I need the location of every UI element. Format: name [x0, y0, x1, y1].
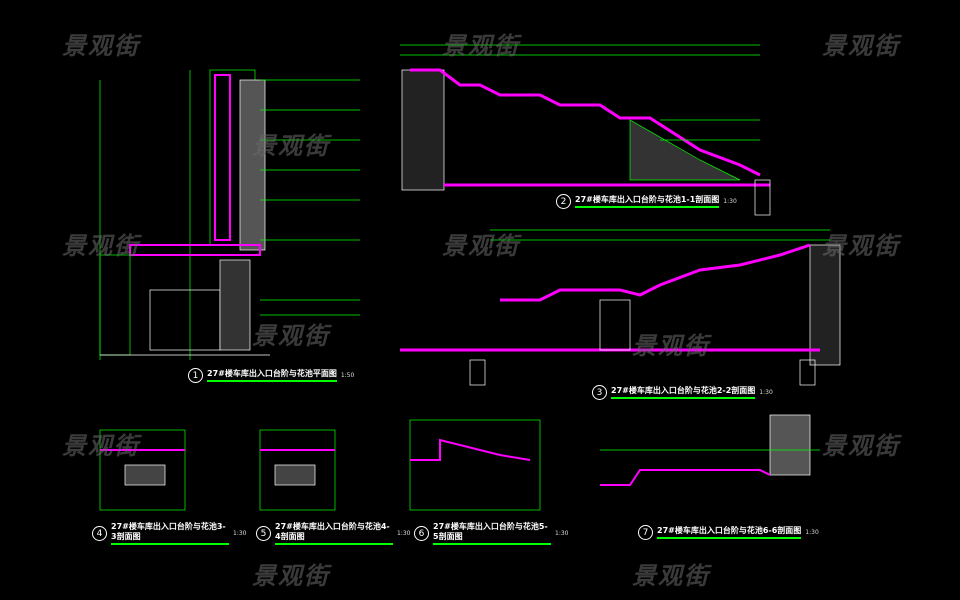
drawing-number: 7 — [638, 525, 653, 540]
drawing-title-6: 6 27#楼车库出入口台阶与花池5-5剖面图 1:30 — [414, 522, 568, 545]
drawing-number: 1 — [188, 368, 203, 383]
watermark: 景观街 — [62, 32, 140, 60]
watermark: 景观街 — [252, 562, 330, 590]
drawing-scale: 1:50 — [340, 372, 355, 379]
plan-view-1 — [99, 69, 360, 360]
watermark: 景观街 — [252, 132, 330, 160]
drawing-scale: 1:30 — [555, 530, 569, 537]
watermark: 景观街 — [62, 432, 140, 460]
watermark: 景观街 — [632, 562, 710, 590]
watermark: 景观街 — [632, 332, 710, 360]
drawing-scale: 1:30 — [233, 530, 247, 537]
section-view-1-1 — [400, 44, 771, 216]
drawing-number: 2 — [556, 194, 571, 209]
watermark: 景观街 — [442, 232, 520, 260]
section-view-2-2 — [400, 229, 841, 386]
drawing-title-7: 7 27#楼车库出入口台阶与花池6-6剖面图 1:30 — [638, 525, 819, 540]
drawing-number: 6 — [414, 526, 429, 541]
drawing-title-text: 27#楼车库出入口台阶与花池5-5剖面图 — [433, 522, 551, 545]
drawing-title-2: 2 27#楼车库出入口台阶与花池1-1剖面图 1:30 — [556, 194, 737, 209]
drawing-scale: 1:30 — [723, 198, 737, 205]
drawing-number: 5 — [256, 526, 271, 541]
drawing-title-3: 3 27#楼车库出入口台阶与花池2-2剖面图 1:30 — [592, 385, 773, 400]
drawing-number: 4 — [92, 526, 107, 541]
watermark: 景观街 — [822, 32, 900, 60]
drawing-title-4: 4 27#楼车库出入口台阶与花池3-3剖面图 1:30 — [92, 522, 246, 545]
drawing-title-5: 5 27#楼车库出入口台阶与花池4-4剖面图 1:30 — [256, 522, 410, 545]
watermark: 景观街 — [442, 32, 520, 60]
watermark: 景观街 — [822, 232, 900, 260]
drawing-title-text: 27#楼车库出入口台阶与花池3-3剖面图 — [111, 522, 229, 545]
drawing-scale: 1:30 — [397, 530, 411, 537]
watermark: 景观街 — [62, 232, 140, 260]
drawing-title-text: 27#楼车库出入口台阶与花池平面图 — [207, 369, 337, 382]
drawing-title-text: 27#楼车库出入口台阶与花池6-6剖面图 — [657, 526, 802, 539]
drawing-scale: 1:30 — [759, 389, 773, 396]
drawing-title-1: 1 27#楼车库出入口台阶与花池平面图 1:50 — [188, 368, 354, 383]
watermark: 景观街 — [252, 322, 330, 350]
drawing-number: 3 — [592, 385, 607, 400]
drawing-title-text: 27#楼车库出入口台阶与花池2-2剖面图 — [611, 386, 756, 399]
section-views-3-6 — [99, 414, 820, 511]
watermark: 景观街 — [822, 432, 900, 460]
drawing-title-text: 27#楼车库出入口台阶与花池1-1剖面图 — [575, 195, 720, 208]
drawing-title-text: 27#楼车库出入口台阶与花池4-4剖面图 — [275, 522, 393, 545]
drawing-scale: 1:30 — [805, 529, 819, 536]
